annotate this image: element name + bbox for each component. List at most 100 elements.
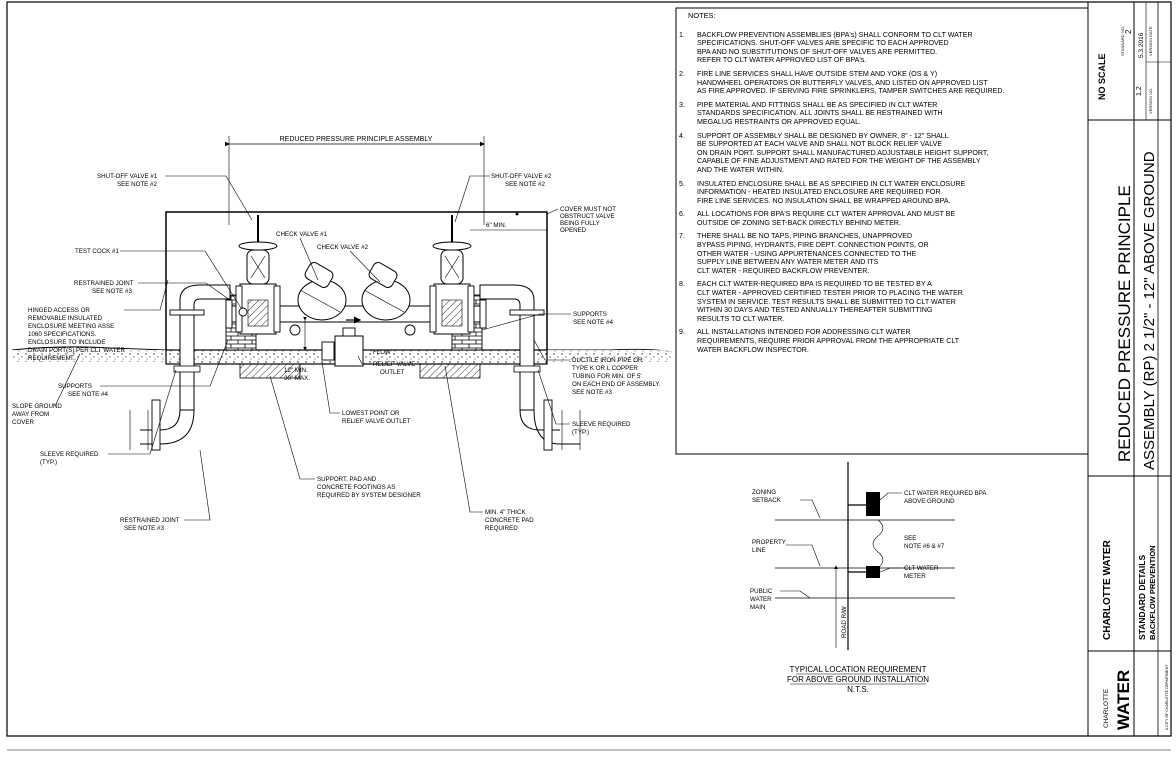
note-line: MEGALUG RESTRAINTS OR APPROVED EQUAL. [697,117,861,126]
label-ductile-4: ON EACH END OF ASSEMBLY. [572,381,661,388]
title-line-1: REDUCED PRESSURE PRINCIPLE [1115,185,1134,462]
label-relief-2: OUTLET [380,369,405,376]
loc-zoning-2: SETBACK [752,497,782,504]
version-date: 5.3.2016 [1138,32,1145,58]
loc-main-3: MAIN [750,604,765,611]
meter-marker [866,566,880,578]
note-text: BACKFLOW PREVENTION ASSEMBLIES (BPA's) S… [697,31,1084,65]
label-shutoff-1b: SEE NOTE #2 [117,181,157,188]
label-supports-right-a: SUPPORTS [573,311,607,318]
no-scale: NO SCALE [1097,53,1107,100]
note-item: 4. SUPPORT OF ASSEMBLY SHALL BE DESIGNED … [678,132,1084,175]
note-number: 9. [679,328,685,337]
label-restrained-2b: SEE NOTE #3 [124,525,164,532]
note-line: HANDWHEEL OPERATORS OR BUTTERFLY VALVES,… [697,78,988,87]
label-hinged-6: DRAIN PORT(S) PER CLT WATER [28,347,125,354]
note-number: 3. [679,100,685,109]
loc-main-1: PUBLIC [750,588,773,595]
note-line: CAPABLE OF FINE ADJUSTMENT AND RATED FOR… [697,157,981,166]
loc-note: NOTE #6 & #7 [904,543,945,550]
label-sleeve-right-1: SLEEVE REQUIRED [572,421,631,428]
label-shutoff-2b: SEE NOTE #2 [505,181,545,188]
note-line: RESULTS TO CLT WATER. [697,314,785,323]
loc-main-2: WATER [750,596,772,603]
note-item: 6. ALL LOCATIONS FOR BPA'S REQUIRE CLT WA… [678,210,1084,227]
label-slope-1: SLOPE GROUND [12,403,62,410]
note-line: SPECIFICATIONS. SHUT-OFF VALVES ARE SPEC… [697,39,949,48]
label-slope-3: COVER [12,419,35,426]
note-line: INFORMATION - HEATED INSULATED ENCLOSURE… [697,188,941,197]
label-min4-2: CONCRETE PAD [485,517,534,524]
label-support-pad-1: SUPPORT, PAD AND [317,476,377,483]
note-line: BACKFLOW PREVENTION ASSEMBLIES (BPA's) S… [697,30,973,39]
label-supports-left-a: SUPPORTS [58,383,92,390]
note-text: ALL INSTALLATIONS INTENDED FOR ADDRESSIN… [697,328,1084,354]
note-line: ALL INSTALLATIONS INTENDED FOR ADDRESSIN… [697,328,911,337]
label-sleeve-right-2: (TYP.) [572,429,589,436]
note-item: 2.FIRE LINE SERVICES SHALL HAVE OUTSIDE … [678,70,1084,96]
loc-caption-1: TYPICAL LOCATION REQUIREMENT [790,665,927,674]
label-cover-3: BEING FULLY [560,220,600,227]
note-line: CLT WATER - REQUIRED BACKFLOW PREVENTER. [697,266,870,275]
loc-caption-3: N.T.S. [847,685,869,694]
assembly-title: REDUCED PRESSURE PRINCIPLE ASSEMBLY [280,136,433,143]
note-line: ALL LOCATIONS FOR BPA'S REQUIRE CLT WATE… [697,210,956,219]
logo-top: CHARLOTTE [1103,688,1110,728]
note-item: 1.BACKFLOW PREVENTION ASSEMBLIES (BPA's)… [678,31,1084,65]
label-supports-right-b: SEE NOTE #4 [573,319,613,326]
enclosure [165,211,548,353]
loc-road-rw: ROAD R/W [841,606,848,638]
label-restrained-1b: SEE NOTE #3 [92,288,132,295]
loc-zoning-1: ZONING [752,489,776,496]
note-line: FIRE LINE SERVICES. NO INSULATION SHALL … [697,196,951,205]
title-block: NO SCALE STANDARD NO. 2 VERSION NO. 1.2 … [1097,26,1169,730]
location-plan: ZONING SETBACK PROPERTY LINE PUBLIC WATE… [750,462,987,694]
note-line: BPA AND NO SUBSTITUTIONS OF SHUT-OFF VAL… [697,47,938,56]
note-line: SUPPORT OF ASSEMBLY SHALL BE DESIGNED BY… [697,131,949,140]
note-line: WATER BACKFLOW INSPECTOR. [697,345,809,354]
assembly-drawing: REDUCED PRESSURE PRINCIPLE ASSEMBLY [11,136,673,532]
label-hinged-7: REQUIREMENT. [28,355,75,362]
label-restrained-2a: RESTRAINED JOINT [120,517,180,524]
note-number: 8. [679,280,685,289]
note-number: 4. [679,131,685,140]
dept-name: A CITY OF CHARLOTTE DEPARTMENT [1165,664,1169,730]
title-line-2: ASSEMBLY (RP) 2 1/2" - 12" ABOVE GROUND [1141,151,1158,470]
note-number: 7. [679,232,685,241]
note-line: FIRE LINE SERVICES SHALL HAVE OUTSIDE ST… [697,69,938,78]
label-min4-1: MIN. 4" THICK [485,509,526,516]
note-line: AS FIRE APPROVED. IF SERVING FIRE SPRINK… [697,87,1005,96]
label-min4-3: REQUIRED [485,525,518,532]
note-line: SUPPLY LINE BETWEEN ANY WATER METER AND … [697,258,879,267]
note-number: 6. [679,210,685,219]
note-text: FIRE LINE SERVICES SHALL HAVE OUTSIDE ST… [697,70,1084,96]
note-line: CLT WATER - APPROVED CERTIFIED TESTER PR… [697,289,963,298]
version-no-label: VERSION NO. [1148,88,1153,114]
note-text: SUPPORT OF ASSEMBLY SHALL BE DESIGNED BY… [697,132,1084,175]
label-support-pad-3: REQUIRED BY SYSTEM DESIGNER [317,492,421,499]
label-ductile-3: TUBING FOR MIN. OF 5' [572,373,642,380]
note-line: PIPE MATERIAL AND FITTINGS SHALL BE AS S… [697,100,938,109]
note-line: STANDARDS SPECIFICATION. ALL JOINTS SHAL… [697,109,943,118]
label-hinged-5: ENCLOSURE TO INCLUDE [28,339,105,346]
label-relief-1: RELIEF VALVE [373,361,415,368]
standard-no: 2 [1124,29,1133,34]
label-flow: FLOW [373,349,391,356]
note-item: 5.INSULATED ENCLOSURE SHALL BE AS SPECIF… [678,180,1084,206]
logo-main: WATER [1114,670,1133,730]
label-cover-4: OPENED [560,227,587,234]
label-hinged-4: 1060 SPECIFICATIONS. [28,331,97,338]
label-lowest-2: RELIEF VALVE OUTLET [342,418,411,425]
note-line: REQUIREMENTS, REQUIRE PRIOR APPROVAL FRO… [697,337,960,345]
loc-caption-2: FOR ABOVE GROUND INSTALLATION [787,675,929,684]
note-item: 8.EACH CLT WATER-REQUIRED BPA IS REQUIRE… [678,280,1084,323]
standard-details: STANDARD DETAILS [1137,555,1147,640]
label-ductile-5: SEE NOTE #3 [572,389,612,396]
note-text: ALL LOCATIONS FOR BPA'S REQUIRE CLT WATE… [697,210,1084,227]
label-ductile-1: DUCTILE IRON PIPE OR [572,357,643,364]
note-line: OTHER WATER - USING APPURTENANCES CONNEC… [697,249,917,258]
label-support-pad-2: CONCRETE FOOTINGS AS [317,484,395,491]
label-six-min: 6" MIN. [486,222,507,229]
label-shutoff-2a: SHUT-OFF VALVE #2 [491,173,552,180]
shutoff-valve-2 [429,215,475,335]
